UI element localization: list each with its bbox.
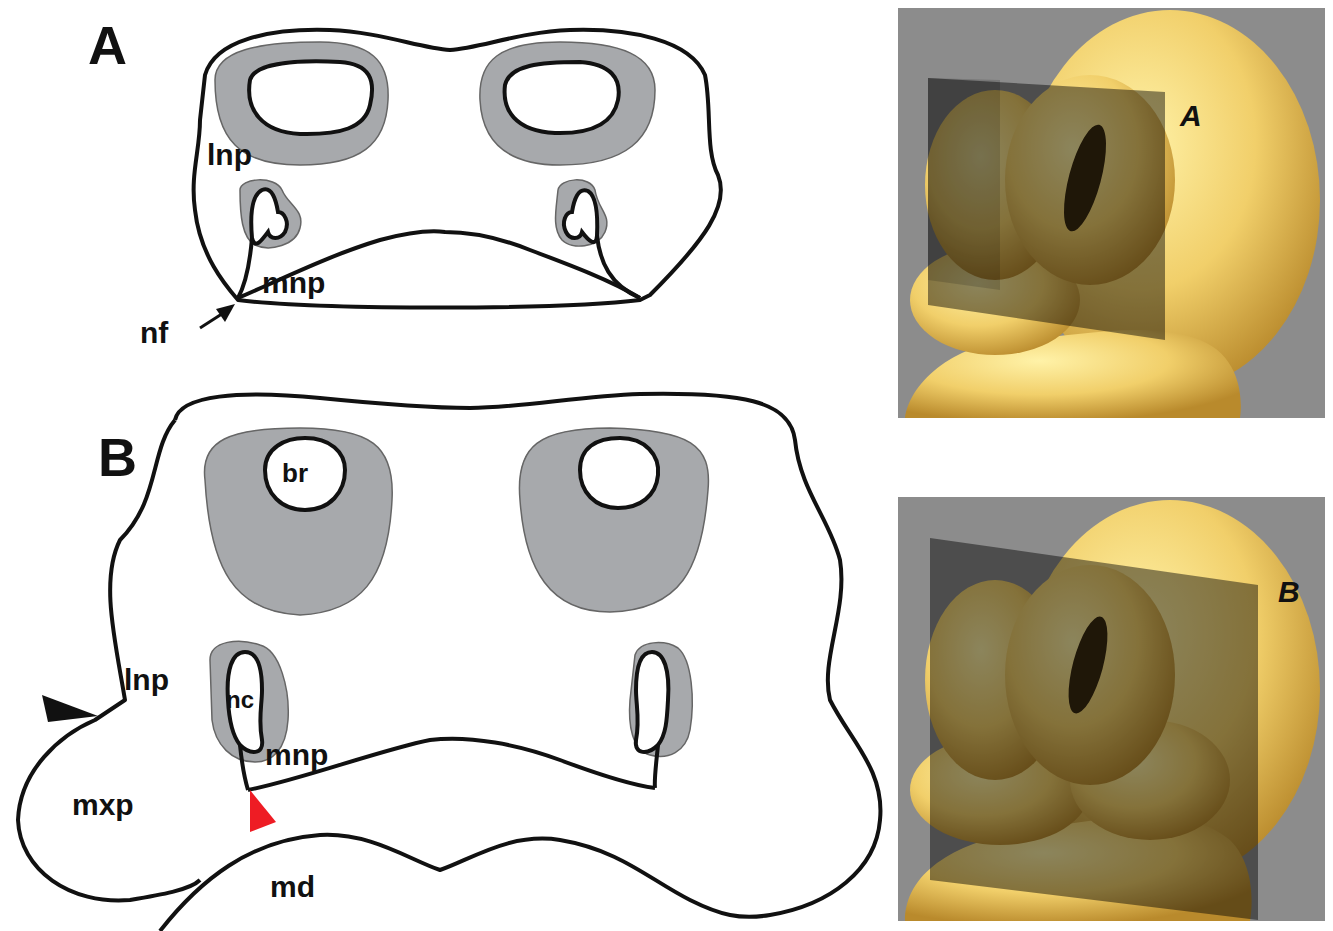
plane-label: B — [1278, 577, 1300, 607]
part-label: nc — [226, 688, 254, 712]
plane-label: A — [1180, 101, 1202, 131]
part-label: br — [282, 460, 308, 486]
panel-letter: B — [98, 430, 137, 484]
part-label: lnp — [207, 140, 252, 170]
part-label: mnp — [262, 268, 325, 298]
part-label: lnp — [124, 665, 169, 695]
panel-letter: A — [88, 18, 127, 72]
part-label: mnp — [265, 740, 328, 770]
part-label: md — [270, 872, 315, 902]
part-label: mxp — [72, 790, 134, 820]
part-label: nf — [140, 318, 168, 348]
